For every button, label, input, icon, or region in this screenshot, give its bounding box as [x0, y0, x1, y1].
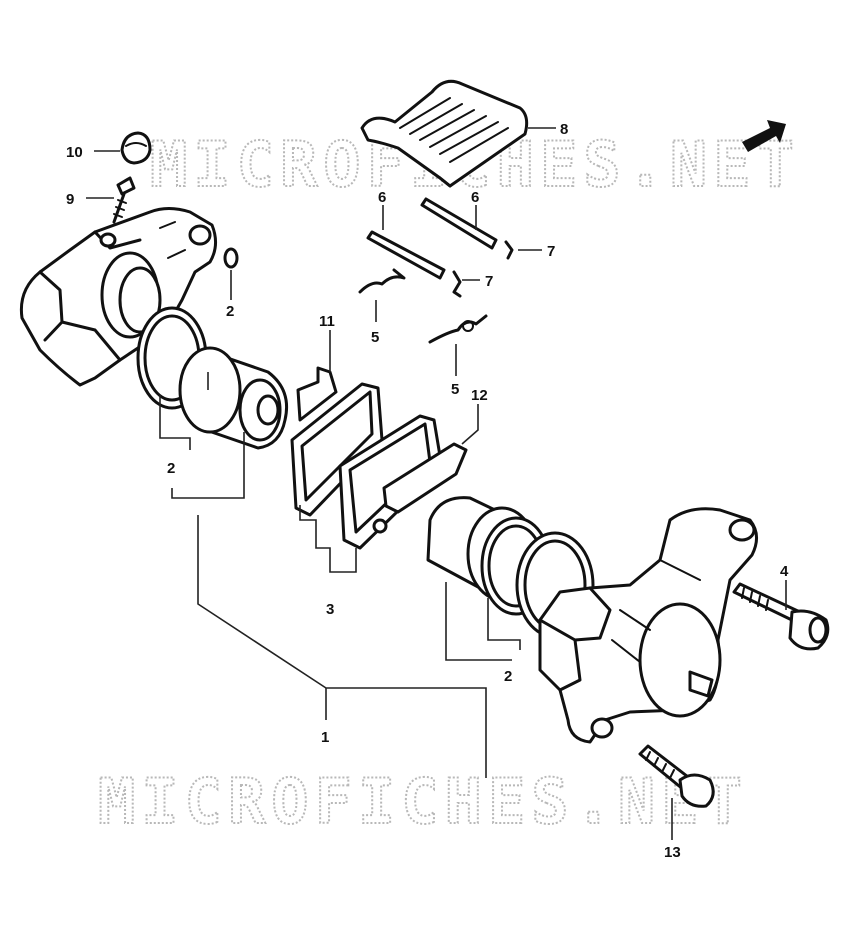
- callout-13: 13: [664, 844, 681, 861]
- callout-7a: 7: [547, 243, 555, 260]
- callout-5a: 5: [371, 329, 379, 346]
- caliper-right-half: [538, 507, 758, 744]
- pin-clip-2: [504, 240, 514, 260]
- bleeder-cap: [120, 131, 152, 165]
- pad-shim-right: [382, 442, 468, 514]
- pin-clip-1: [452, 270, 462, 298]
- callout-1: 1: [321, 729, 329, 746]
- callout-10: 10: [66, 144, 83, 161]
- bleeder-screw: [112, 176, 136, 224]
- callout-7b: 7: [485, 273, 493, 290]
- callout-5b: 5: [451, 381, 459, 398]
- callout-4: 4: [780, 563, 789, 580]
- pad-pin-1: [366, 230, 446, 280]
- leader-lines: [86, 127, 787, 840]
- pad-spring-cover: [360, 79, 529, 188]
- mounting-bolt: [638, 744, 715, 808]
- callout-9: 9: [66, 191, 74, 208]
- seal-small: [223, 247, 239, 269]
- piston-left: [178, 346, 289, 450]
- callout-2c: 2: [504, 668, 512, 685]
- caliper-bolt: [732, 582, 830, 651]
- anti-rattle-spring-2: [428, 314, 488, 344]
- callout-8: 8: [560, 121, 568, 138]
- piston-seal-right: [480, 516, 595, 639]
- anti-rattle-spring-1: [358, 268, 406, 294]
- callout-11: 11: [319, 313, 335, 330]
- watermark-bottom: MICROFICHES.NET: [98, 765, 748, 838]
- pad-pin-2: [420, 197, 498, 250]
- callout-3: 3: [326, 601, 334, 618]
- direction-arrow-icon: [742, 120, 786, 152]
- callout-12: 12: [471, 387, 488, 404]
- callout-6b: 6: [471, 189, 479, 206]
- caliper-left-half: [19, 207, 217, 387]
- callout-2b: 2: [167, 460, 175, 477]
- callout-6a: 6: [378, 189, 386, 206]
- callout-2a: 2: [226, 303, 234, 320]
